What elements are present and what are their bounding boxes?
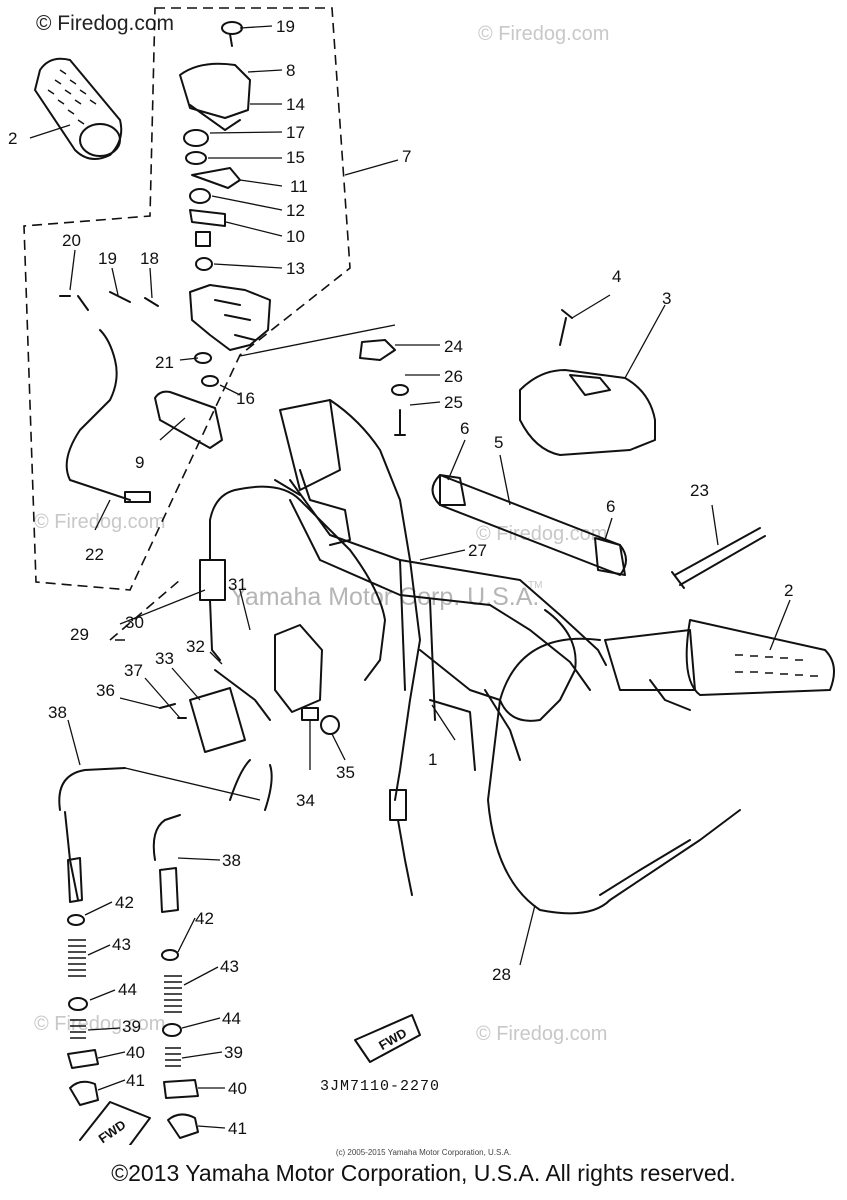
cable-tie	[671, 527, 766, 589]
label-7: 7	[402, 147, 411, 166]
label-41: 41	[228, 1119, 247, 1138]
brake-switch	[159, 624, 340, 753]
label-13: 13	[286, 259, 305, 278]
label-39: 39	[122, 1017, 141, 1036]
label-9: 9	[135, 453, 144, 472]
label-19: 19	[276, 17, 295, 36]
label-34: 34	[296, 791, 315, 810]
label-36: 36	[96, 681, 115, 700]
label-11: 11	[290, 177, 308, 196]
label-41: 41	[126, 1071, 145, 1090]
label-3: 3	[662, 289, 671, 308]
watermark: © Firedog.com	[36, 12, 174, 35]
watermark: © Firedog.com	[478, 23, 609, 45]
label-5: 5	[494, 433, 503, 452]
label-15: 15	[286, 148, 305, 167]
label-29: 29	[70, 625, 89, 644]
label-27: 27	[468, 541, 487, 560]
trademark: TM	[528, 580, 542, 591]
label-38: 38	[222, 851, 241, 870]
label-24: 24	[444, 337, 463, 356]
label-19: 19	[98, 249, 117, 268]
label-31: 31	[228, 575, 247, 594]
small-copyright: (c) 2005-2015 Yamaha Motor Corporation, …	[335, 1148, 512, 1157]
label-4: 4	[612, 267, 621, 286]
label-1: 1	[428, 750, 437, 769]
watermark: © Firedog.com	[476, 1023, 607, 1045]
label-37: 37	[124, 661, 143, 680]
label-39: 39	[224, 1043, 243, 1062]
label-6: 6	[606, 497, 615, 516]
parts-diagram: © Firedog.com © Firedog.com © Firedog.co…	[8, 7, 835, 1145]
label-44: 44	[222, 1009, 241, 1028]
label-10: 10	[286, 227, 305, 246]
brake-cable	[209, 485, 386, 681]
label-33: 33	[155, 649, 174, 668]
throttle-assembly-box	[23, 7, 351, 591]
label-42: 42	[115, 893, 134, 912]
label-2: 2	[784, 581, 793, 600]
label-40: 40	[228, 1079, 247, 1098]
label-22: 22	[85, 545, 104, 564]
right-grip	[604, 619, 835, 711]
throttle-housing	[59, 21, 573, 449]
label-21: 21	[155, 353, 174, 372]
label-26: 26	[444, 367, 463, 386]
watermark: © Firedog.com	[34, 1013, 165, 1035]
cable-28	[487, 637, 741, 915]
label-40: 40	[126, 1043, 145, 1062]
cable-group-bracket	[109, 579, 181, 641]
diagram-code: 3JM7110-2270	[320, 1078, 440, 1095]
lever-assembly	[274, 399, 351, 546]
label-44: 44	[118, 980, 137, 999]
cable-38-left	[58, 767, 126, 811]
label-2: 2	[8, 129, 17, 148]
label-32: 32	[186, 637, 205, 656]
label-43: 43	[220, 957, 239, 976]
fwd-arrow-left: FWD	[79, 1101, 151, 1145]
label-14: 14	[286, 95, 305, 114]
label-38: 38	[48, 703, 67, 722]
fwd-arrow-right: FWD	[354, 1014, 421, 1063]
label-35: 35	[336, 763, 355, 782]
label-28: 28	[492, 965, 511, 984]
part-labels: 2 19 8 14 17 15 11 12 10 13 7 20 19 18 2…	[8, 17, 793, 1138]
footer-copyright: ©2013 Yamaha Motor Corporation, U.S.A. A…	[111, 1160, 736, 1186]
cable-38-right	[152, 814, 181, 861]
label-17: 17	[286, 123, 305, 142]
svg-text:FWD: FWD	[96, 1117, 129, 1145]
label-42: 42	[195, 909, 214, 928]
label-30: 30	[125, 613, 144, 632]
label-16: 16	[236, 389, 255, 408]
label-18: 18	[140, 249, 159, 268]
label-23: 23	[690, 481, 709, 500]
label-6: 6	[460, 419, 469, 438]
grip-tube	[431, 474, 627, 576]
cable-27	[329, 399, 421, 801]
adjuster-fittings	[67, 857, 199, 1139]
left-grip	[34, 57, 123, 160]
handlebar-cover	[519, 369, 656, 456]
watermark: © Firedog.com	[476, 523, 607, 545]
handlebar	[289, 479, 607, 771]
leader-lines	[29, 25, 791, 1129]
label-43: 43	[112, 935, 131, 954]
throttle-cable	[65, 329, 131, 501]
label-25: 25	[444, 393, 463, 412]
label-8: 8	[286, 61, 295, 80]
label-12: 12	[286, 201, 305, 220]
label-20: 20	[62, 231, 81, 250]
